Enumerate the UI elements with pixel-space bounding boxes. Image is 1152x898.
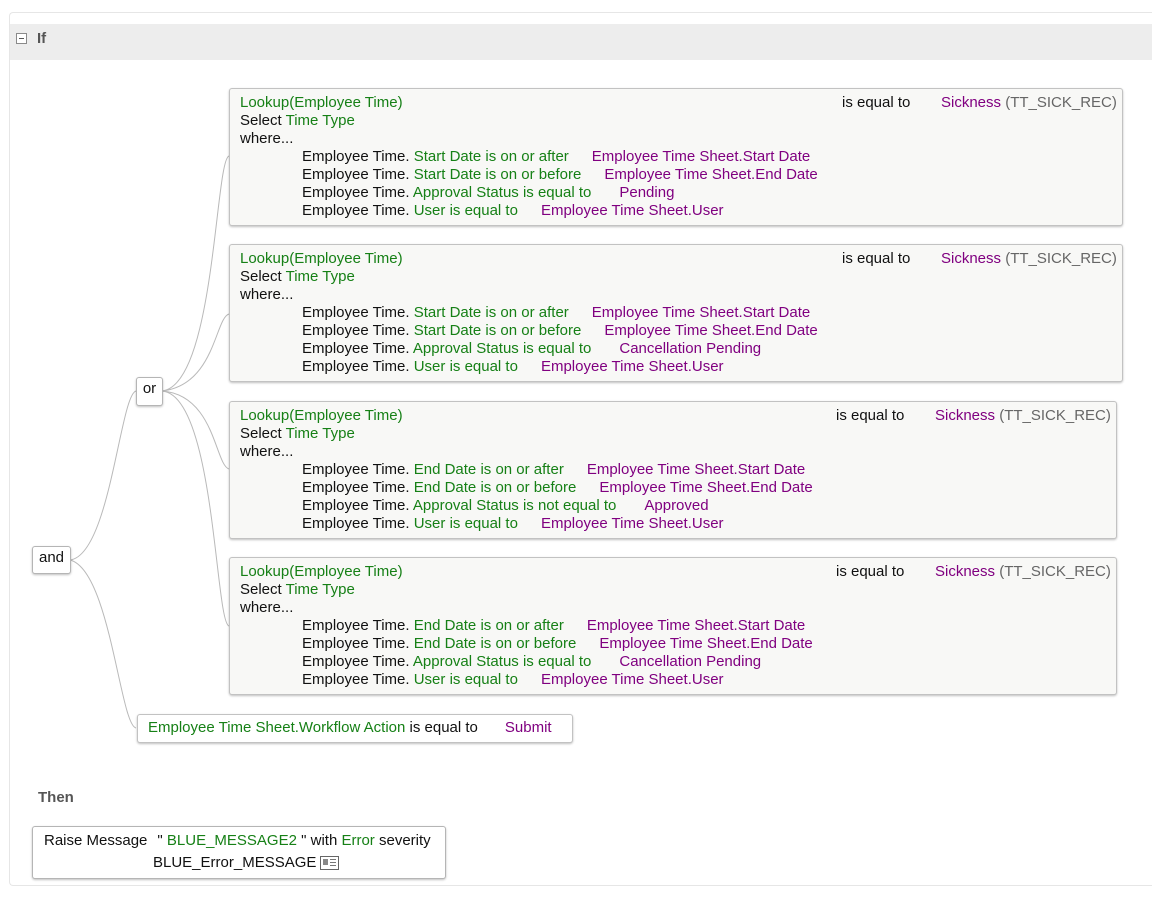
select-line: Select Time Type <box>240 112 355 129</box>
action-line-2: BLUE_Error_MESSAGE <box>153 854 340 872</box>
where-clause[interactable]: Employee Time. Approval Status is equal … <box>302 340 762 357</box>
where-label: where... <box>240 286 294 303</box>
workflow-field[interactable]: Employee Time Sheet.Workflow Action <box>148 719 406 736</box>
message-name[interactable]: BLUE_Error_MESSAGE <box>153 854 317 871</box>
or-label: or <box>142 380 157 397</box>
where-label: where... <box>240 599 294 616</box>
then-section-label: Then <box>38 789 74 806</box>
compare-value[interactable]: Sickness (TT_SICK_REC) <box>935 407 1111 424</box>
lookup-condition-1[interactable]: Lookup(Employee Time) is equal to Sickne… <box>229 88 1123 226</box>
select-line: Select Time Type <box>240 581 355 598</box>
message-card-icon[interactable] <box>320 856 340 871</box>
comparator: is equal to <box>842 250 911 267</box>
action-line-1: Raise Message" BLUE_MESSAGE2 " with Erro… <box>44 832 431 849</box>
comparator: is equal to <box>836 407 905 424</box>
lookup-condition-4[interactable]: Lookup(Employee Time) is equal to Sickne… <box>229 557 1117 695</box>
severity-value[interactable]: Error <box>341 832 375 849</box>
lookup-condition-2[interactable]: Lookup(Employee Time) is equal to Sickne… <box>229 244 1123 382</box>
and-node[interactable]: and <box>32 546 71 574</box>
lookup-title[interactable]: Lookup(Employee Time) <box>240 94 403 111</box>
rule-panel <box>9 12 1152 886</box>
workflow-op: is equal to <box>409 719 478 736</box>
lookup-condition-3[interactable]: Lookup(Employee Time) is equal to Sickne… <box>229 401 1117 539</box>
if-header-bar <box>10 24 1152 60</box>
where-clause[interactable]: Employee Time. Approval Status is not eq… <box>302 497 709 514</box>
collapse-toggle-icon[interactable] <box>16 33 27 44</box>
lookup-title[interactable]: Lookup(Employee Time) <box>240 250 403 267</box>
compare-value[interactable]: Sickness (TT_SICK_REC) <box>941 94 1117 111</box>
workflow-condition[interactable]: Employee Time Sheet.Workflow Action is e… <box>137 714 573 743</box>
workflow-value[interactable]: Submit <box>504 719 552 736</box>
select-line: Select Time Type <box>240 425 355 442</box>
compare-value[interactable]: Sickness (TT_SICK_REC) <box>941 250 1117 267</box>
where-label: where... <box>240 130 294 147</box>
if-section-label: If <box>37 30 47 47</box>
where-clause[interactable]: Employee Time. Start Date is on or befor… <box>302 322 818 339</box>
lookup-title[interactable]: Lookup(Employee Time) <box>240 407 403 424</box>
and-label: and <box>38 549 65 566</box>
comparator: is equal to <box>842 94 911 111</box>
raise-message-action[interactable]: Raise Message" BLUE_MESSAGE2 " with Erro… <box>32 826 446 879</box>
where-clause[interactable]: Employee Time. Approval Status is equal … <box>302 184 675 201</box>
where-clause[interactable]: Employee Time. Start Date is on or after… <box>302 304 811 321</box>
or-node[interactable]: or <box>136 377 163 406</box>
where-label: where... <box>240 443 294 460</box>
message-code[interactable]: BLUE_MESSAGE2 <box>166 832 297 849</box>
where-clause[interactable]: Employee Time. Approval Status is equal … <box>302 653 762 670</box>
where-clause[interactable]: Employee Time. Start Date is on or after… <box>302 148 811 165</box>
lookup-title[interactable]: Lookup(Employee Time) <box>240 563 403 580</box>
comparator: is equal to <box>836 563 905 580</box>
compare-value[interactable]: Sickness (TT_SICK_REC) <box>935 563 1111 580</box>
select-line: Select Time Type <box>240 268 355 285</box>
where-clause[interactable]: Employee Time. Start Date is on or befor… <box>302 166 818 183</box>
